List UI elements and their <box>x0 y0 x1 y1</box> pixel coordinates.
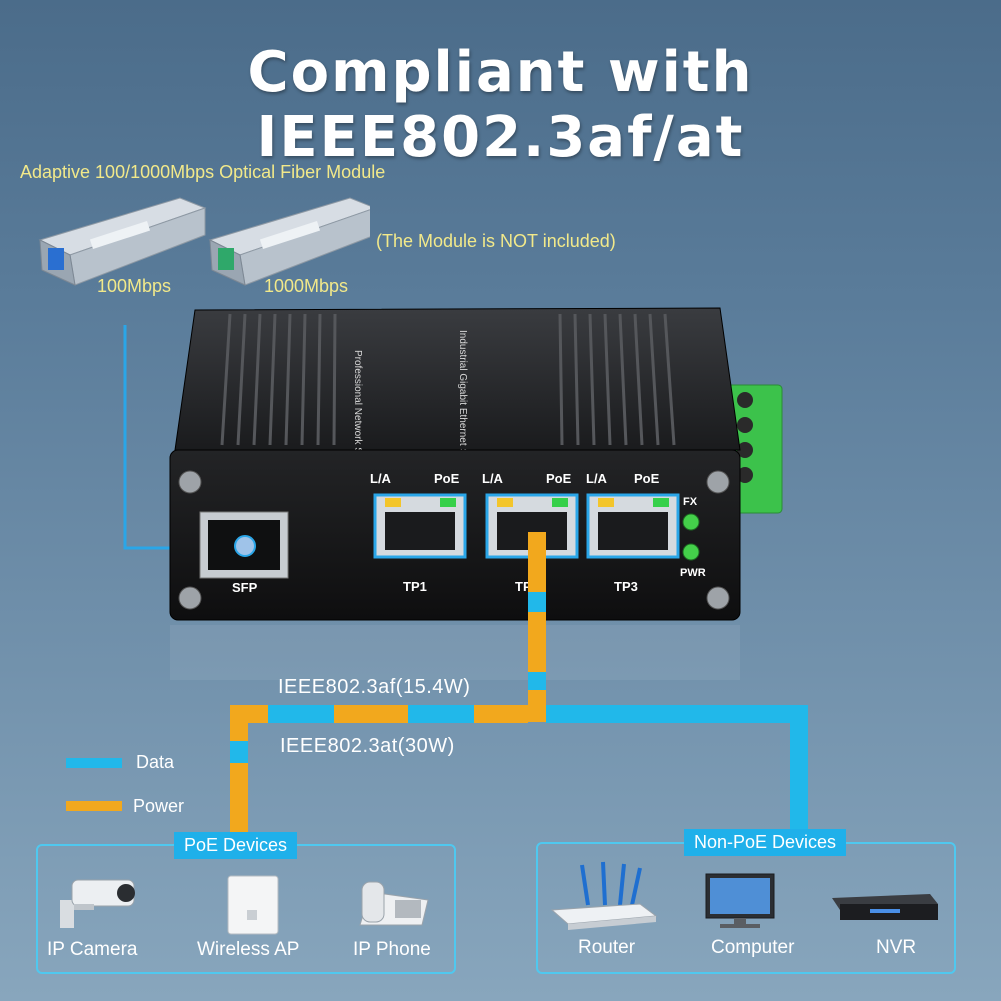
sfp-module-100-image <box>38 197 207 286</box>
data-segment <box>408 705 474 723</box>
switch-body-text-1: Professional Network Solution <box>352 350 363 483</box>
rj45-port-3 <box>586 493 680 559</box>
legend-power-swatch <box>66 801 122 811</box>
data-segment <box>268 705 334 723</box>
pwr-label: PWR <box>680 567 706 579</box>
switch-body-text-2: Industrial Gigabit Ethernet Switch <box>457 330 468 478</box>
standard-at-label: IEEE802.3at(30W) <box>280 735 455 757</box>
power-segment <box>230 705 268 723</box>
computer-icon <box>705 873 775 928</box>
power-segment <box>230 723 248 741</box>
non-poe-device-icons <box>550 861 938 930</box>
non-poe-devices-title: Non-PoE Devices <box>684 829 847 856</box>
screw-icons <box>178 470 730 610</box>
sfp-label: SFP <box>232 580 258 595</box>
data-segment <box>546 705 808 723</box>
power-segment <box>474 705 528 723</box>
nvr-icon <box>832 894 938 920</box>
tp3-poe-label: PoE <box>634 471 660 486</box>
sfp-module-1000-image <box>208 197 370 286</box>
ip-phone-label: IP Phone <box>353 939 431 960</box>
fx-led-icon <box>682 513 700 531</box>
legend-power-label: Power <box>133 796 185 816</box>
speed-1000-label: 1000Mbps <box>264 276 349 296</box>
pwr-led-icon <box>682 543 700 561</box>
data-segment <box>528 672 546 690</box>
legend-data-swatch <box>66 758 122 768</box>
data-segment <box>528 592 546 612</box>
poe-devices-title: PoE Devices <box>174 832 298 859</box>
standard-af-label: IEEE802.3af(15.4W) <box>278 676 471 698</box>
power-segment <box>528 532 546 592</box>
ip-camera-label: IP Camera <box>47 939 138 960</box>
tp3-label: TP3 <box>614 579 638 594</box>
tp2-poe-label: PoE <box>546 471 572 486</box>
poe-device-icons <box>60 875 429 935</box>
speed-100-label: 100Mbps <box>97 276 172 296</box>
wireless-ap-label: Wireless AP <box>197 939 300 960</box>
legend-data-label: Data <box>136 752 175 772</box>
tp1-label: TP1 <box>403 579 427 594</box>
data-segment <box>790 705 808 830</box>
computer-label: Computer <box>711 937 795 958</box>
nvr-label: NVR <box>876 937 917 958</box>
wireless-ap-icon <box>227 875 279 935</box>
module-note: (The Module is NOT included) <box>376 231 616 251</box>
power-segment <box>334 705 408 723</box>
power-segment <box>230 763 248 835</box>
fx-label: FX <box>683 496 698 508</box>
tp1-poe-label: PoE <box>434 471 460 486</box>
headline: Compliant with IEEE802.3af/at <box>247 40 754 170</box>
sfp-modules-image <box>38 197 370 286</box>
power-segment <box>528 690 546 722</box>
router-icon <box>550 861 658 930</box>
router-label: Router <box>578 937 636 958</box>
switch-image: Professional Network Solution Industrial… <box>169 307 783 680</box>
rj45-port-1 <box>373 493 467 559</box>
tp3-la-label: L/A <box>586 471 607 486</box>
sfp-port <box>199 511 289 579</box>
data-segment <box>230 741 248 763</box>
ip-camera-icon <box>60 879 135 928</box>
ip-phone-icon <box>359 881 429 926</box>
tp2-la-label: L/A <box>482 471 503 486</box>
power-segment <box>528 612 546 672</box>
module-title: Adaptive 100/1000Mbps Optical Fiber Modu… <box>20 162 386 182</box>
tp1-la-label: L/A <box>370 471 391 486</box>
